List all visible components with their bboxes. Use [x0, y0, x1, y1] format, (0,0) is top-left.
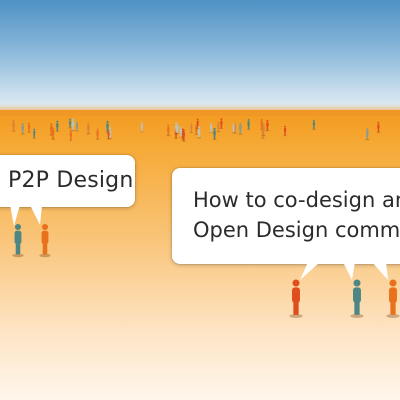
person-figure — [70, 118, 76, 131]
person-figure — [106, 129, 111, 140]
person-figure — [283, 125, 287, 137]
person-figure — [312, 119, 316, 130]
person-figure — [209, 123, 213, 134]
person-figure — [50, 127, 56, 140]
person-figure — [212, 127, 217, 141]
person-figure — [231, 123, 236, 134]
person-figure — [68, 118, 72, 129]
person-figure — [174, 122, 179, 134]
person-figure — [12, 223, 24, 258]
speech-bubble-left: P2P Design — [0, 155, 135, 207]
person-figure — [140, 122, 144, 133]
person-figure — [238, 122, 243, 135]
person-figure — [68, 129, 73, 141]
speech-tail — [30, 205, 42, 225]
person-figure — [11, 119, 16, 132]
speech-tail — [372, 262, 388, 280]
person-figure — [376, 121, 381, 133]
person-figure — [166, 124, 171, 137]
speech-tail — [343, 262, 355, 280]
person-figure — [365, 128, 370, 141]
person-figure — [27, 122, 31, 133]
speech-bubble-left-text: P2P Design — [8, 168, 134, 193]
person-figure — [194, 124, 198, 135]
horizon — [0, 104, 400, 116]
person-figure — [219, 118, 224, 130]
person-figure — [179, 126, 183, 138]
speech-bubble-right-line-1: How to co-design an — [193, 188, 400, 212]
person-figure — [197, 126, 202, 139]
person-figure — [246, 119, 251, 130]
person-figure — [265, 119, 270, 132]
person-figure — [39, 223, 51, 258]
person-figure — [350, 279, 364, 318]
person-figure — [55, 120, 60, 132]
person-figure — [32, 128, 36, 139]
foreground-figures — [12, 223, 400, 318]
distant-crowd — [11, 118, 381, 142]
person-figure — [259, 118, 264, 131]
sky — [0, 0, 400, 112]
person-figure — [261, 123, 266, 137]
speech-tail — [300, 262, 320, 280]
person-figure — [181, 129, 186, 142]
person-figure — [75, 121, 79, 132]
speech-bubble-right: How to co-design an Open Design commu — [172, 168, 400, 264]
speech-bubble-right-text: How to co-design an Open Design commu — [193, 185, 400, 245]
person-figure — [189, 123, 194, 133]
person-figure — [195, 118, 200, 130]
person-figure — [216, 122, 221, 133]
person-figure — [86, 122, 91, 135]
person-figure — [386, 279, 400, 318]
speech-bubble-right-line-2: Open Design commu — [193, 218, 400, 242]
speech-tail — [10, 205, 20, 226]
person-figure — [20, 122, 25, 135]
person-figure — [289, 279, 303, 318]
person-figure — [95, 128, 100, 140]
